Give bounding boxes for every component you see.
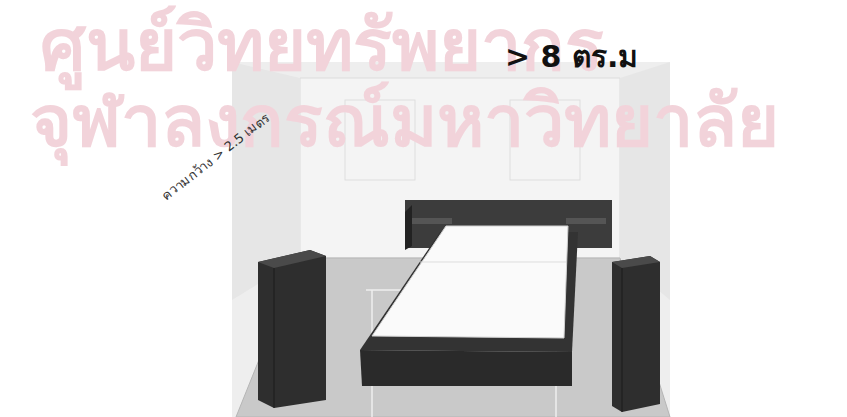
mattress-fold — [420, 262, 566, 263]
bedside-shelf — [412, 218, 452, 224]
left-cabinet — [258, 250, 326, 408]
bedside-shelf — [566, 218, 606, 224]
right-cabinet — [612, 256, 660, 412]
bed-frame-front — [360, 350, 572, 386]
cabinet-edge — [622, 268, 623, 412]
cabinet-top — [258, 250, 326, 268]
mattress — [372, 226, 568, 338]
watermark: จุฬาลงกรณ์มหาวิทยาลัย — [30, 82, 779, 161]
cabinet-edge — [274, 268, 275, 408]
cabinet-top — [612, 256, 660, 268]
headboard-side — [405, 205, 412, 250]
area-label: > 8 ตร.ม — [505, 40, 638, 73]
